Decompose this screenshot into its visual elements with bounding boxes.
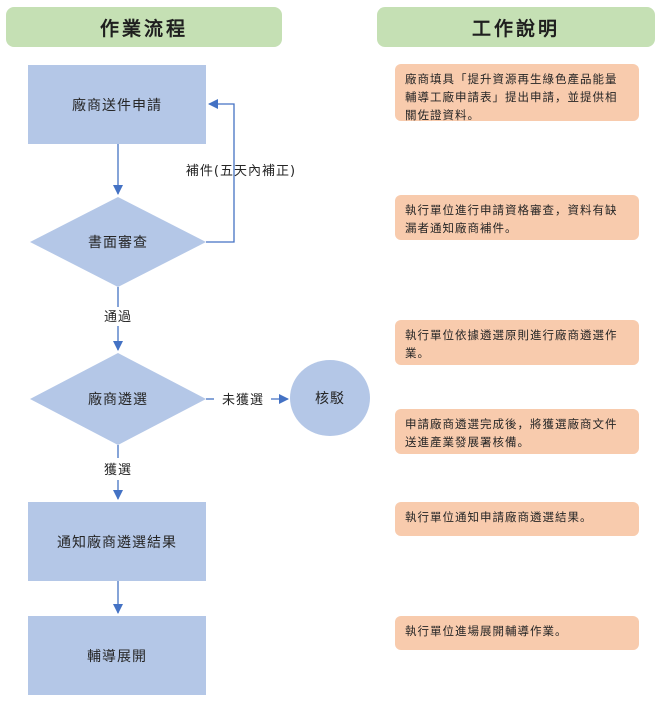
notify-result-box (28, 502, 206, 581)
pass-label: 通過 (104, 310, 132, 325)
document-review-diamond (30, 197, 206, 287)
notify-result-label: 通知廠商遴選結果 (57, 534, 177, 551)
note-selection: 執行單位依據遴選原則進行廠商遴選作業。 (395, 320, 639, 365)
note-submit: 廠商填具「提升資源再生綠色產品能量輔導工廠申請表」提出申請，並提供相關佐證資料。 (395, 64, 639, 122)
supplement-label: 補件(五天內補正) (186, 164, 296, 179)
note-filing: 申請廠商遴選完成後，將獲選廠商文件送進產業發展署核備。 (395, 409, 639, 454)
reject-label: 核駁 (315, 391, 345, 407)
flow-column-header: 作業流程 (6, 7, 282, 47)
document-review-label: 書面審查 (88, 235, 148, 251)
arrow-supplement-loop (206, 99, 235, 243)
guidance-label: 輔導展開 (87, 649, 147, 665)
note-guidance: 執行單位進場展開輔導作業。 (395, 616, 639, 650)
selected-label: 獲選 (104, 463, 132, 478)
description-column-header: 工作說明 (377, 7, 655, 47)
note-notify: 執行單位通知申請廠商遴選結果。 (395, 502, 639, 536)
not-selected-label: 未獲選 (222, 393, 264, 408)
note-review: 執行單位進行申請資格審查，資料有缺漏者通知廠商補件。 (395, 195, 639, 240)
submit-application-box (28, 65, 206, 144)
guidance-box (28, 616, 206, 695)
vendor-selection-diamond (30, 353, 206, 445)
submit-application-label: 廠商送件申請 (72, 97, 162, 114)
vendor-selection-label: 廠商遴選 (88, 391, 148, 408)
reject-circle (290, 360, 370, 436)
